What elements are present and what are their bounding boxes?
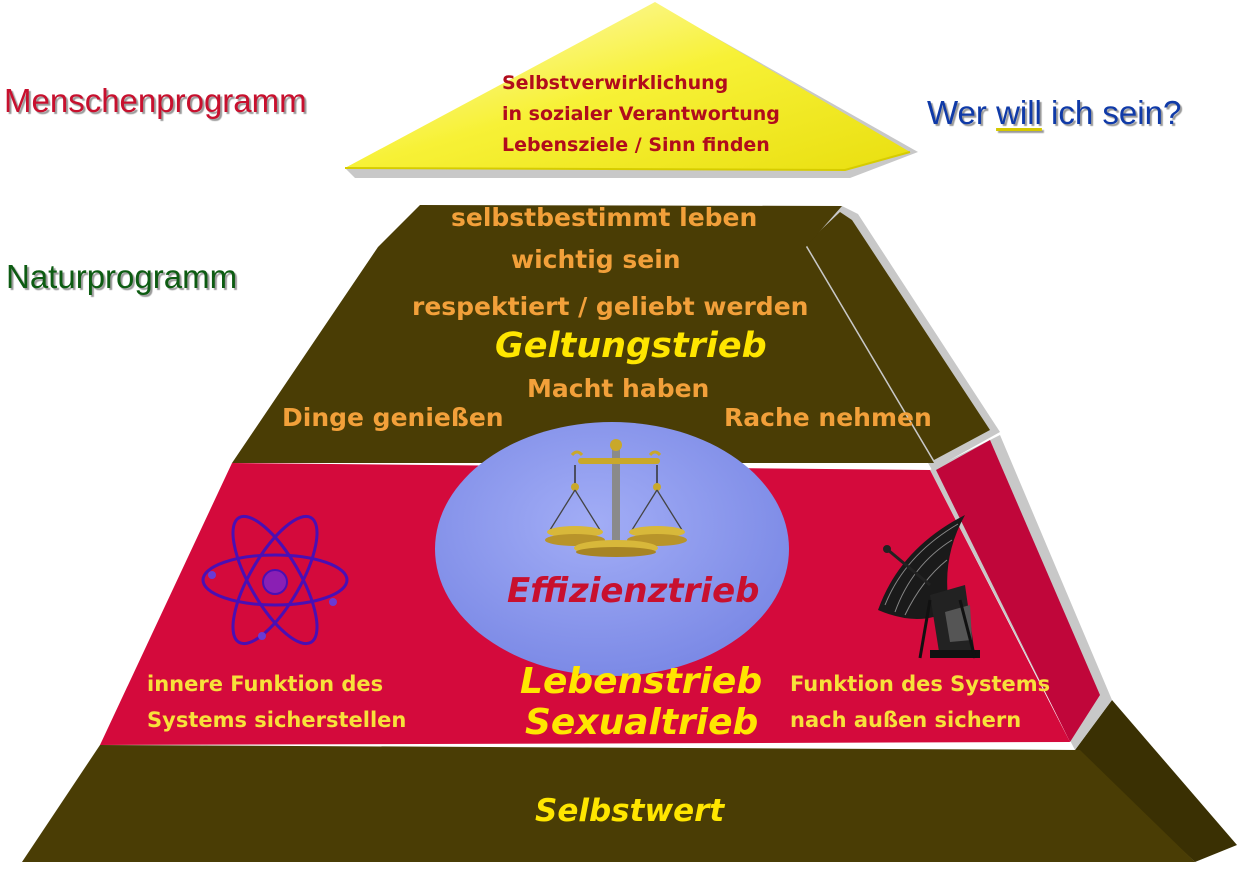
geltungstrieb-label: Geltungstrieb [495,326,767,366]
lower-right-text: Funktion des Systems nach außen sichern [790,666,1050,738]
base-tier [22,700,1237,862]
middle-left-label: Dinge genießen [282,403,504,432]
lower-left-line-2: Systems sicherstellen [147,708,407,732]
sexualtrieb-label: Sexualtrieb [525,702,759,743]
satellite-dish-icon [878,515,980,659]
middle-tier [232,205,1000,470]
roof [344,2,918,178]
lower-left-text: innere Funktion des Systems sicherstelle… [147,666,406,738]
lower-right-line-2: nach außen sichern [790,708,1022,732]
roof-line-1: Selbstverwirklichung [502,72,729,94]
middle-right-label: Rache nehmen [724,403,932,432]
question-after: ich sein? [1041,94,1182,131]
question-before: Wer [927,94,997,131]
menschenprogramm-label: Menschenprogramm [4,82,307,119]
lebenstrieb-label: Lebenstrieb [520,661,763,702]
lower-left-line-1: innere Funktion des [147,672,384,696]
roof-line-2: in sozialer Verantwortung [502,103,780,125]
middle-line-2: wichtig sein [511,245,681,274]
roof-line-3: Lebensziele / Sinn finden [502,134,770,156]
middle-line-1: selbstbestimmt leben [451,203,758,232]
scales-icon [545,439,687,557]
effizienztrieb-label: Effizienztrieb [507,571,760,611]
atom-icon [201,514,349,646]
lower-right-line-1: Funktion des Systems [790,672,1051,696]
selbstwert-label: Selbstwert [535,793,725,829]
question-emphasis: will [996,94,1042,131]
naturprogramm-label: Naturprogramm [6,258,238,295]
question-label: Wer will ich sein? [927,94,1181,132]
middle-line-3: respektiert / geliebt werden [412,292,809,321]
middle-line-4: Macht haben [527,374,710,403]
roof-text: Selbstverwirklichung in sozialer Verantw… [502,68,780,161]
